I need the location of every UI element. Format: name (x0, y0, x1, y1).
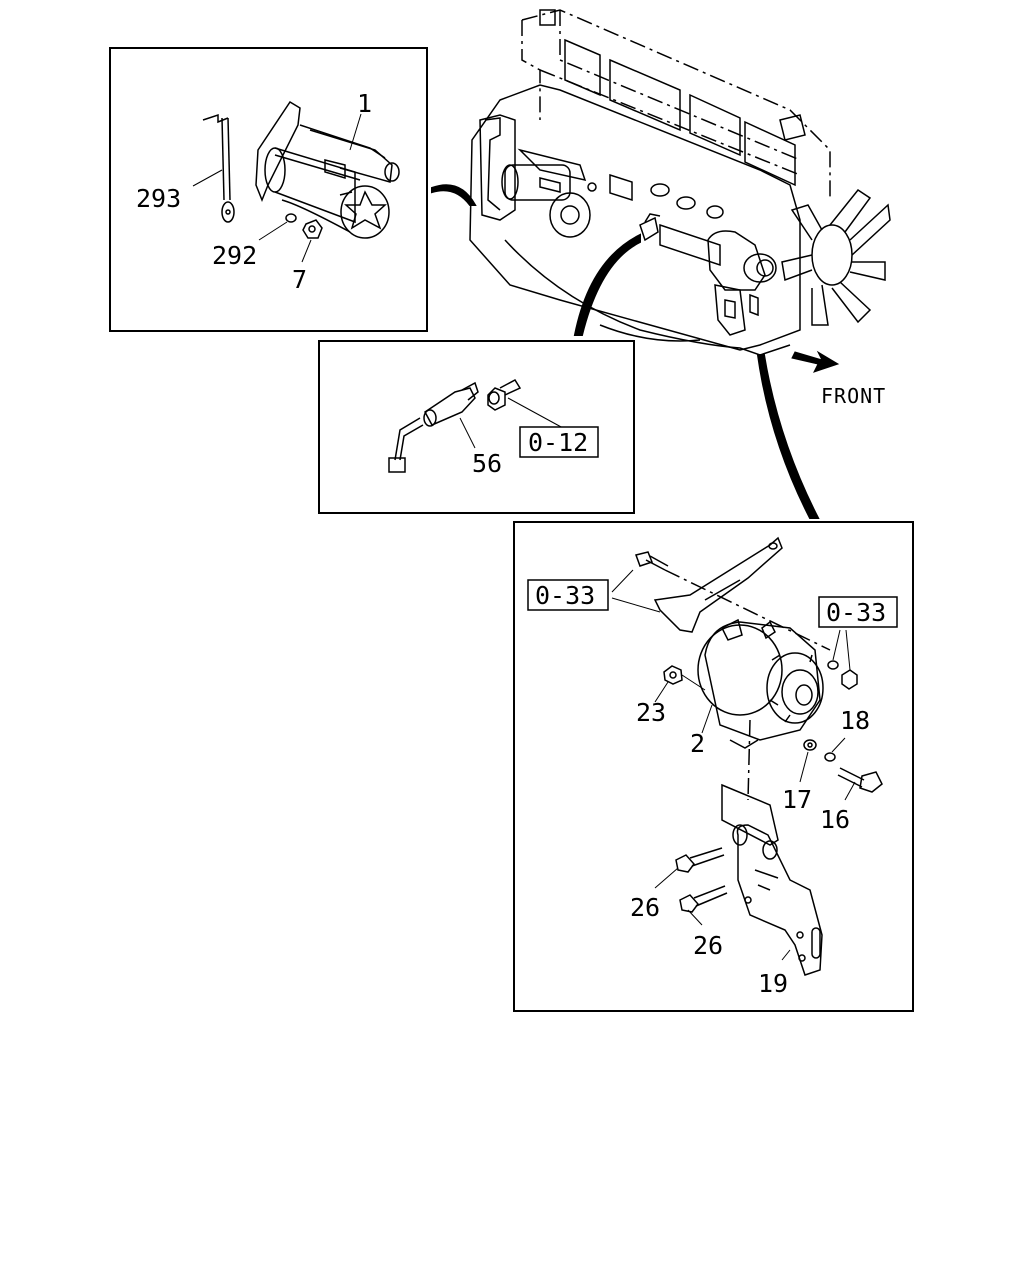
part-293-label: 293 (136, 184, 181, 213)
engine-assembly (469, 9, 891, 356)
part-56-label: 56 (472, 449, 502, 478)
part-18-label: 18 (840, 706, 870, 735)
ref-box-0-12 (519, 426, 599, 458)
part-7-label: 7 (292, 265, 307, 294)
alternator-detail-panel: 0-33 0-33 23 2 18 17 16 26 26 19 (513, 521, 914, 1012)
starter-detail-panel: 1 293 292 7 (109, 47, 428, 332)
part-19-label: 19 (758, 969, 788, 998)
part-1-label: 1 (357, 89, 372, 118)
ref-0-12-label: 0-12 (528, 428, 588, 457)
part-2-label: 2 (690, 729, 705, 758)
front-label: FRONT (821, 384, 886, 408)
alternator-on-engine (707, 230, 777, 336)
callout-arrow-sensor (573, 233, 641, 336)
part-23-label: 23 (636, 698, 666, 727)
part-26-lower-label: 26 (693, 931, 723, 960)
callout-arrow-alternator (756, 354, 820, 519)
front-indicator: FRONT (791, 350, 886, 408)
part-292-label: 292 (212, 241, 257, 270)
part-16-label: 16 (820, 805, 850, 834)
cooling-fan (781, 188, 891, 326)
ref-0-33-left-label: 0-33 (535, 581, 595, 610)
ref-box-0-33-left (527, 579, 609, 611)
sensor-detail-panel: 0-12 56 (318, 340, 635, 514)
part-17-label: 17 (782, 785, 812, 814)
ref-box-0-33-right (818, 596, 898, 628)
starter-on-engine (484, 117, 597, 238)
callout-arrow-starter (431, 184, 477, 206)
part-26-upper-label: 26 (630, 893, 660, 922)
ref-0-33-right-label: 0-33 (826, 598, 886, 627)
